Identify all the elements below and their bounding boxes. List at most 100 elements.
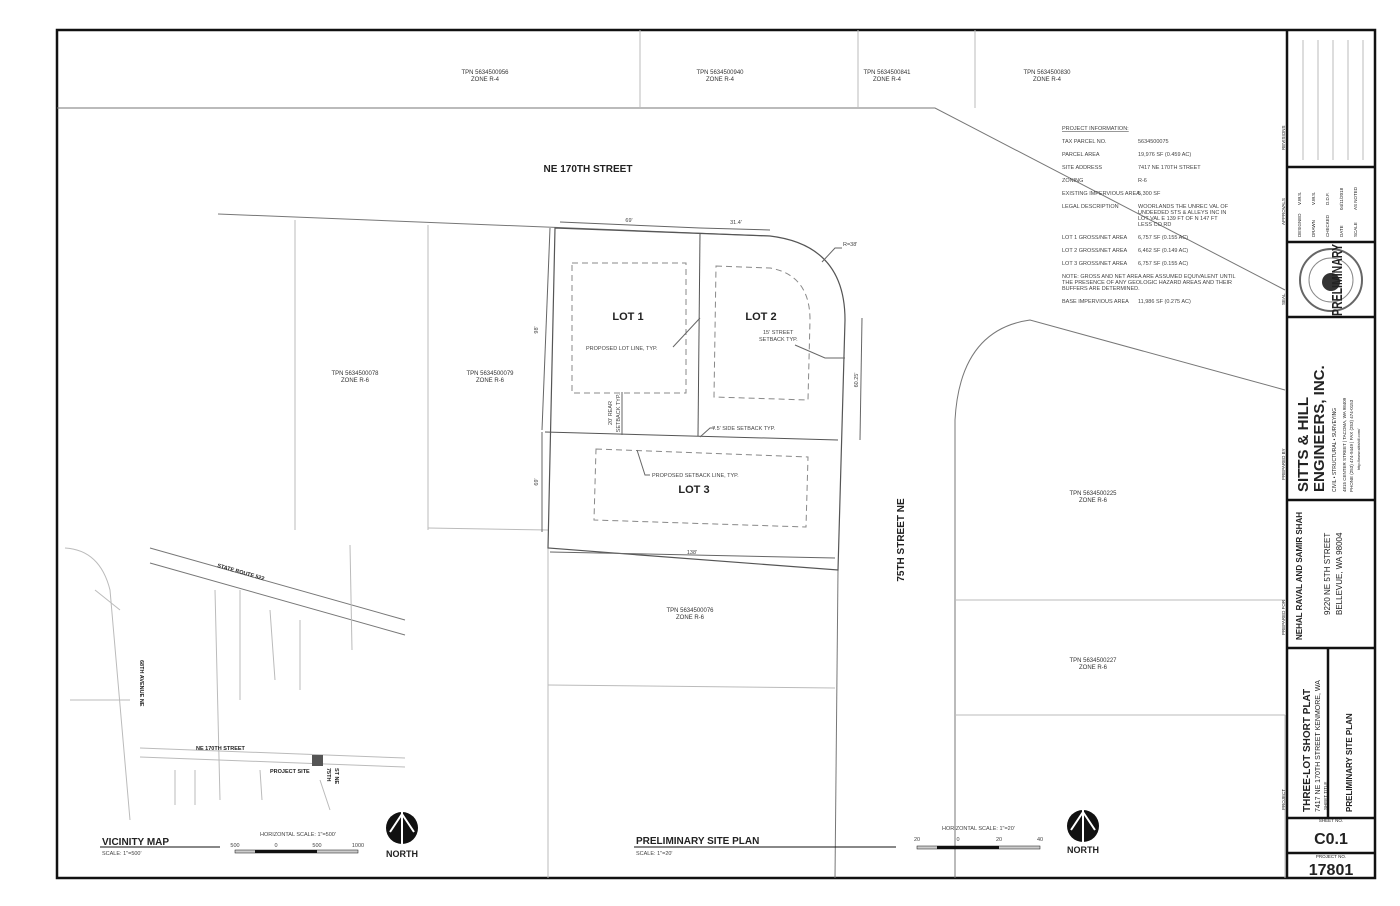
prepared-for-label: PREPARED FOR xyxy=(1281,599,1286,635)
dim-right: 60.25' xyxy=(854,373,860,388)
parcel-label: TPN 5634500076 xyxy=(666,608,714,614)
company-website: http://www.sittshill.com/ xyxy=(1356,428,1361,470)
parcel-zone: ZONE R-4 xyxy=(471,77,500,83)
scale-tick: 20 xyxy=(914,837,920,843)
project-number: 17801 xyxy=(1309,862,1354,879)
vicinity-street: NE 170TH STREET xyxy=(196,746,246,752)
scale-tick: 500 xyxy=(230,843,239,849)
note-side-setback: 7.5' SIDE SETBACK TYP. xyxy=(712,426,776,432)
designed-label: DESIGNED xyxy=(1297,213,1302,237)
dim-radius: R=38' xyxy=(843,242,857,248)
note-setback-line: PROPOSED SETBACK LINE, TYP. xyxy=(652,473,739,479)
parcel-zone: ZONE R-4 xyxy=(706,77,735,83)
sheet-title-label: SHEET TITLE xyxy=(1323,782,1328,810)
scale-label: SCALE xyxy=(1353,222,1358,237)
date-label: DATE xyxy=(1339,225,1344,237)
site-plan-title: PRELIMINARY SITE PLAN SCALE: 1"=20' HORI… xyxy=(634,810,1099,857)
project-info-value: 6,757 SF (0.155 AC) xyxy=(1138,235,1188,241)
project-info-label: TAX PARCEL NO. xyxy=(1062,139,1107,145)
project-info-label: EXISTING IMPERVIOUS AREA xyxy=(1062,191,1140,197)
site-plan-hscale: HORIZONTAL SCALE: 1"=20' xyxy=(942,826,1015,832)
parcel-label: TPN 5634500078 xyxy=(331,371,379,377)
scale-tick: 1000 xyxy=(352,843,364,849)
north-arrow-icon xyxy=(1067,810,1099,842)
project-info-label: ZONING xyxy=(1062,178,1083,184)
scale-tick: 20 xyxy=(996,837,1002,843)
project-info-label: BASE IMPERVIOUS AREA xyxy=(1062,299,1129,305)
parcel-label: TPN 5634500225 xyxy=(1069,491,1117,497)
engineer-seal xyxy=(1299,248,1363,312)
project-info-value: 7417 NE 170TH STREET xyxy=(1138,165,1201,171)
note-rear-setback: SETBACK TYP. xyxy=(616,393,622,432)
project-info-value: UNDEEDED STS & ALLEYS INC IN xyxy=(1138,210,1226,216)
approvals-label: APPROVALS xyxy=(1281,198,1286,225)
checked-value: D.D.F. xyxy=(1325,192,1330,205)
project-info-label: LOT 1 GROSS/NET AREA xyxy=(1062,235,1128,241)
revisions-label: REVISIONS xyxy=(1281,125,1286,150)
parcel-zone: ZONE R-4 xyxy=(873,77,902,83)
project-info-label: LOT 2 GROSS/NET AREA xyxy=(1062,248,1128,254)
project-info-label: LOT 3 GROSS/NET AREA xyxy=(1062,261,1128,267)
client-city: BELLEVUE, WA 98004 xyxy=(1335,532,1344,615)
project-info-value: 6,462 SF (0.149 AC) xyxy=(1138,248,1188,254)
parcel-label: TPN 5634500956 xyxy=(461,70,509,76)
parcel-zone: ZONE R-6 xyxy=(476,378,505,384)
project-info-note: THE PRESENCE OF ANY GEOLOGIC HAZARD AREA… xyxy=(1062,280,1232,286)
note-lot-line: PROPOSED LOT LINE, TYP. xyxy=(586,346,658,352)
project-site-marker xyxy=(312,755,323,766)
vicinity-75th: ST NE xyxy=(333,768,339,785)
project-info-note: BUFFERS ARE DETERMINED. xyxy=(1062,286,1140,292)
project-info-label: PARCEL AREA xyxy=(1062,152,1100,158)
parcel-label: TPN 5634500940 xyxy=(696,70,744,76)
street-label-east: 75TH STREET NE xyxy=(896,498,907,582)
project-info-value: 6,757 SF (0.155 AC) xyxy=(1138,261,1188,267)
parcel-label: TPN 5634500079 xyxy=(466,371,514,377)
parcel-zone: ZONE R-6 xyxy=(341,378,370,384)
dim-top-right: 31.4' xyxy=(730,220,742,226)
scale-value: AS NOTED xyxy=(1353,186,1358,210)
project-info-value: 5,300 SF xyxy=(1138,191,1161,197)
parcel-label: TPN 5634500830 xyxy=(1023,70,1071,76)
parcel-label: TPN 5634500227 xyxy=(1069,658,1117,664)
project-info-value: LESS CO RD xyxy=(1138,222,1171,228)
vicinity-avenue: 68TH AVENUE NE xyxy=(138,660,144,707)
project-info-value: 19,976 SF (0.459 AC) xyxy=(1138,152,1191,158)
prepared-by-label: PREPARED BY xyxy=(1281,448,1286,480)
parcel-zone: ZONE R-6 xyxy=(1079,498,1108,504)
vicinity-site: PROJECT SITE xyxy=(270,769,310,775)
project-info-value: LOT VAL E 139 FT OF N 147 FT xyxy=(1138,216,1218,222)
note-street-setback: 15' STREET xyxy=(763,330,794,336)
company-name: ENGINEERS, INC. xyxy=(1311,365,1328,492)
project-name: THREE-LOT SHORT PLAT xyxy=(1302,689,1313,812)
note-rear-setback: 20' REAR xyxy=(608,401,614,425)
drawn-value: V.W.S. xyxy=(1311,192,1316,205)
project-info-value: 5634500075 xyxy=(1138,139,1169,145)
date-value: 04/11/2018 xyxy=(1339,187,1344,210)
street-label-north: NE 170TH STREET xyxy=(544,164,633,175)
company-name: SITTS & HILL xyxy=(1295,397,1312,492)
note-street-setback: SETBACK TYP. xyxy=(759,337,798,343)
sheet-number: C0.1 xyxy=(1314,831,1348,848)
scale-tick: 40 xyxy=(1037,837,1043,843)
sheet-border xyxy=(55,28,1377,880)
vicinity-scale: SCALE: 1"=500' xyxy=(102,851,142,857)
scale-tick: 0 xyxy=(274,843,277,849)
project-label: PROJECT xyxy=(1281,789,1286,810)
vicinity-map: STATE ROUTE 522 68TH AVENUE NE NE 170TH … xyxy=(64,544,418,859)
dim-bottom: 138' xyxy=(687,550,697,556)
drawn-label: DRAWN xyxy=(1311,220,1316,237)
project-info-label: SITE ADDRESS xyxy=(1062,165,1102,171)
project-info-heading: PROJECT INFORMATION: xyxy=(1062,126,1129,132)
vicinity-title: VICINITY MAP xyxy=(102,837,169,848)
scale-tick: 0 xyxy=(956,837,959,843)
lot-3-label: LOT 3 xyxy=(678,484,709,496)
company-phone: PHONE (253) 474-9449 | FAX (253) 474-015… xyxy=(1349,399,1354,492)
seal-label: SEAL xyxy=(1281,293,1286,305)
project-address: 7417 NE 170TH STREET KENMORE, WA xyxy=(1315,680,1322,812)
dim-left-upper: 98' xyxy=(534,326,540,333)
parcel-zone: ZONE R-6 xyxy=(676,615,705,621)
parcel-zone: ZONE R-6 xyxy=(1079,665,1108,671)
preliminary-stamp: PRELIMINARY xyxy=(1329,244,1346,316)
site-plan-north: NORTH xyxy=(1067,845,1099,855)
